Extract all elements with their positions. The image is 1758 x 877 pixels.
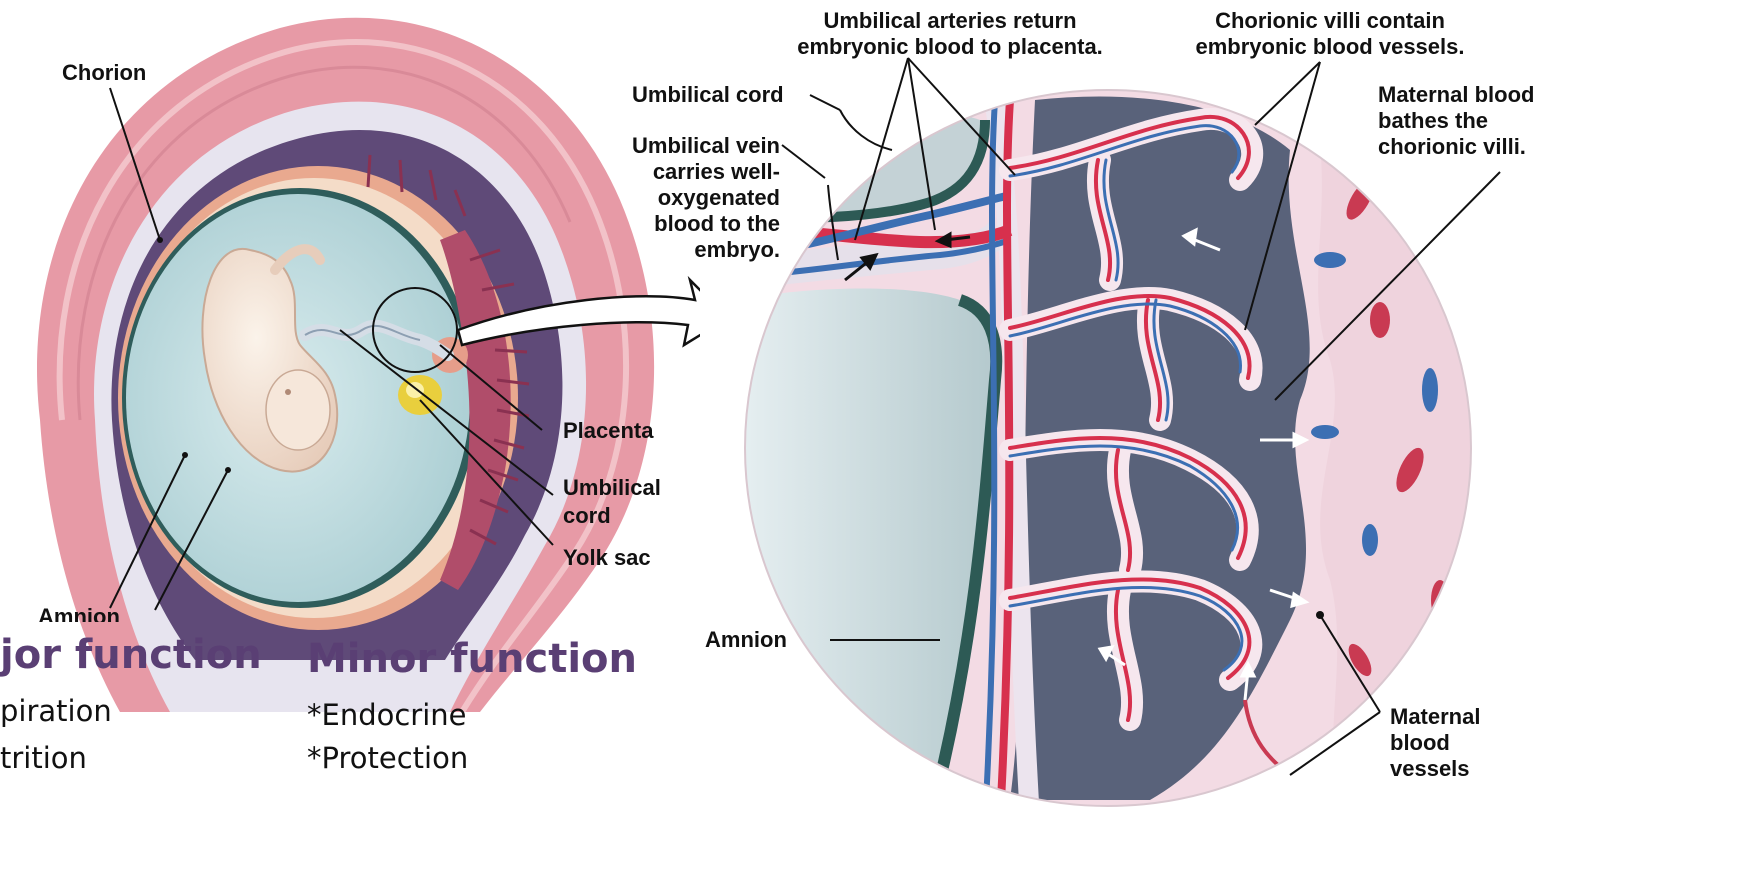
label-maternal-blood-bathes-line2: bathes the	[1378, 108, 1534, 134]
label-maternal-blood-bathes-line1: Maternal blood	[1378, 82, 1534, 108]
label-umbilical-arteries-line1: Umbilical arteries return	[770, 8, 1130, 34]
uterus-illustration	[37, 18, 728, 712]
label-umbilical-vein: Umbilical vein carries well- oxygenated …	[560, 133, 780, 263]
label-umbilical-cord-line2: cord	[563, 503, 611, 529]
label-umbilical-arteries-line2: embryonic blood to placenta.	[770, 34, 1130, 60]
label-chorion: Chorion	[62, 60, 146, 86]
label-umbilical-vein-line1: Umbilical vein	[560, 133, 780, 159]
minor-function-item-2: *Protection	[307, 741, 468, 775]
label-umbilical-vein-line3: oxygenated	[560, 185, 780, 211]
label-placenta: Placenta	[563, 418, 654, 444]
major-function-item-1: piration	[0, 694, 112, 728]
label-maternal-vessels-line3: vessels	[1390, 756, 1480, 782]
label-umbilical-vein-line4: blood to the	[560, 211, 780, 237]
label-maternal-blood-bathes-line3: chorionic villi.	[1378, 134, 1534, 160]
label-chorionic-villi: Chorionic villi contain embryonic blood …	[1170, 8, 1490, 60]
label-amnion-left: Amnion	[38, 604, 120, 622]
label-umbilical-cord-line1: Umbilical	[563, 475, 661, 501]
major-function-heading: jor function	[0, 632, 262, 678]
label-maternal-vessels-line1: Maternal	[1390, 704, 1480, 730]
major-function-item-2: trition	[0, 741, 87, 775]
label-umbilical-vein-line5: embryo.	[560, 237, 780, 263]
label-maternal-vessels-line2: blood	[1390, 730, 1480, 756]
placenta-closeup	[740, 80, 1480, 820]
label-umbilical-cord-right: Umbilical cord	[632, 82, 784, 108]
label-yolk-sac: Yolk sac	[563, 545, 651, 571]
label-maternal-vessels: Maternal blood vessels	[1390, 704, 1480, 782]
minor-function-heading: Minor function	[307, 636, 637, 682]
label-chorionic-villi-line1: Chorionic villi contain	[1170, 8, 1490, 34]
label-umbilical-arteries: Umbilical arteries return embryonic bloo…	[770, 8, 1130, 60]
label-umbilical-vein-line2: carries well-	[560, 159, 780, 185]
label-chorionic-villi-line2: embryonic blood vessels.	[1170, 34, 1490, 60]
minor-function-item-1: *Endocrine	[307, 698, 467, 732]
label-maternal-blood-bathes: Maternal blood bathes the chorionic vill…	[1378, 82, 1534, 160]
label-amnion-right: Amnion	[705, 627, 787, 653]
